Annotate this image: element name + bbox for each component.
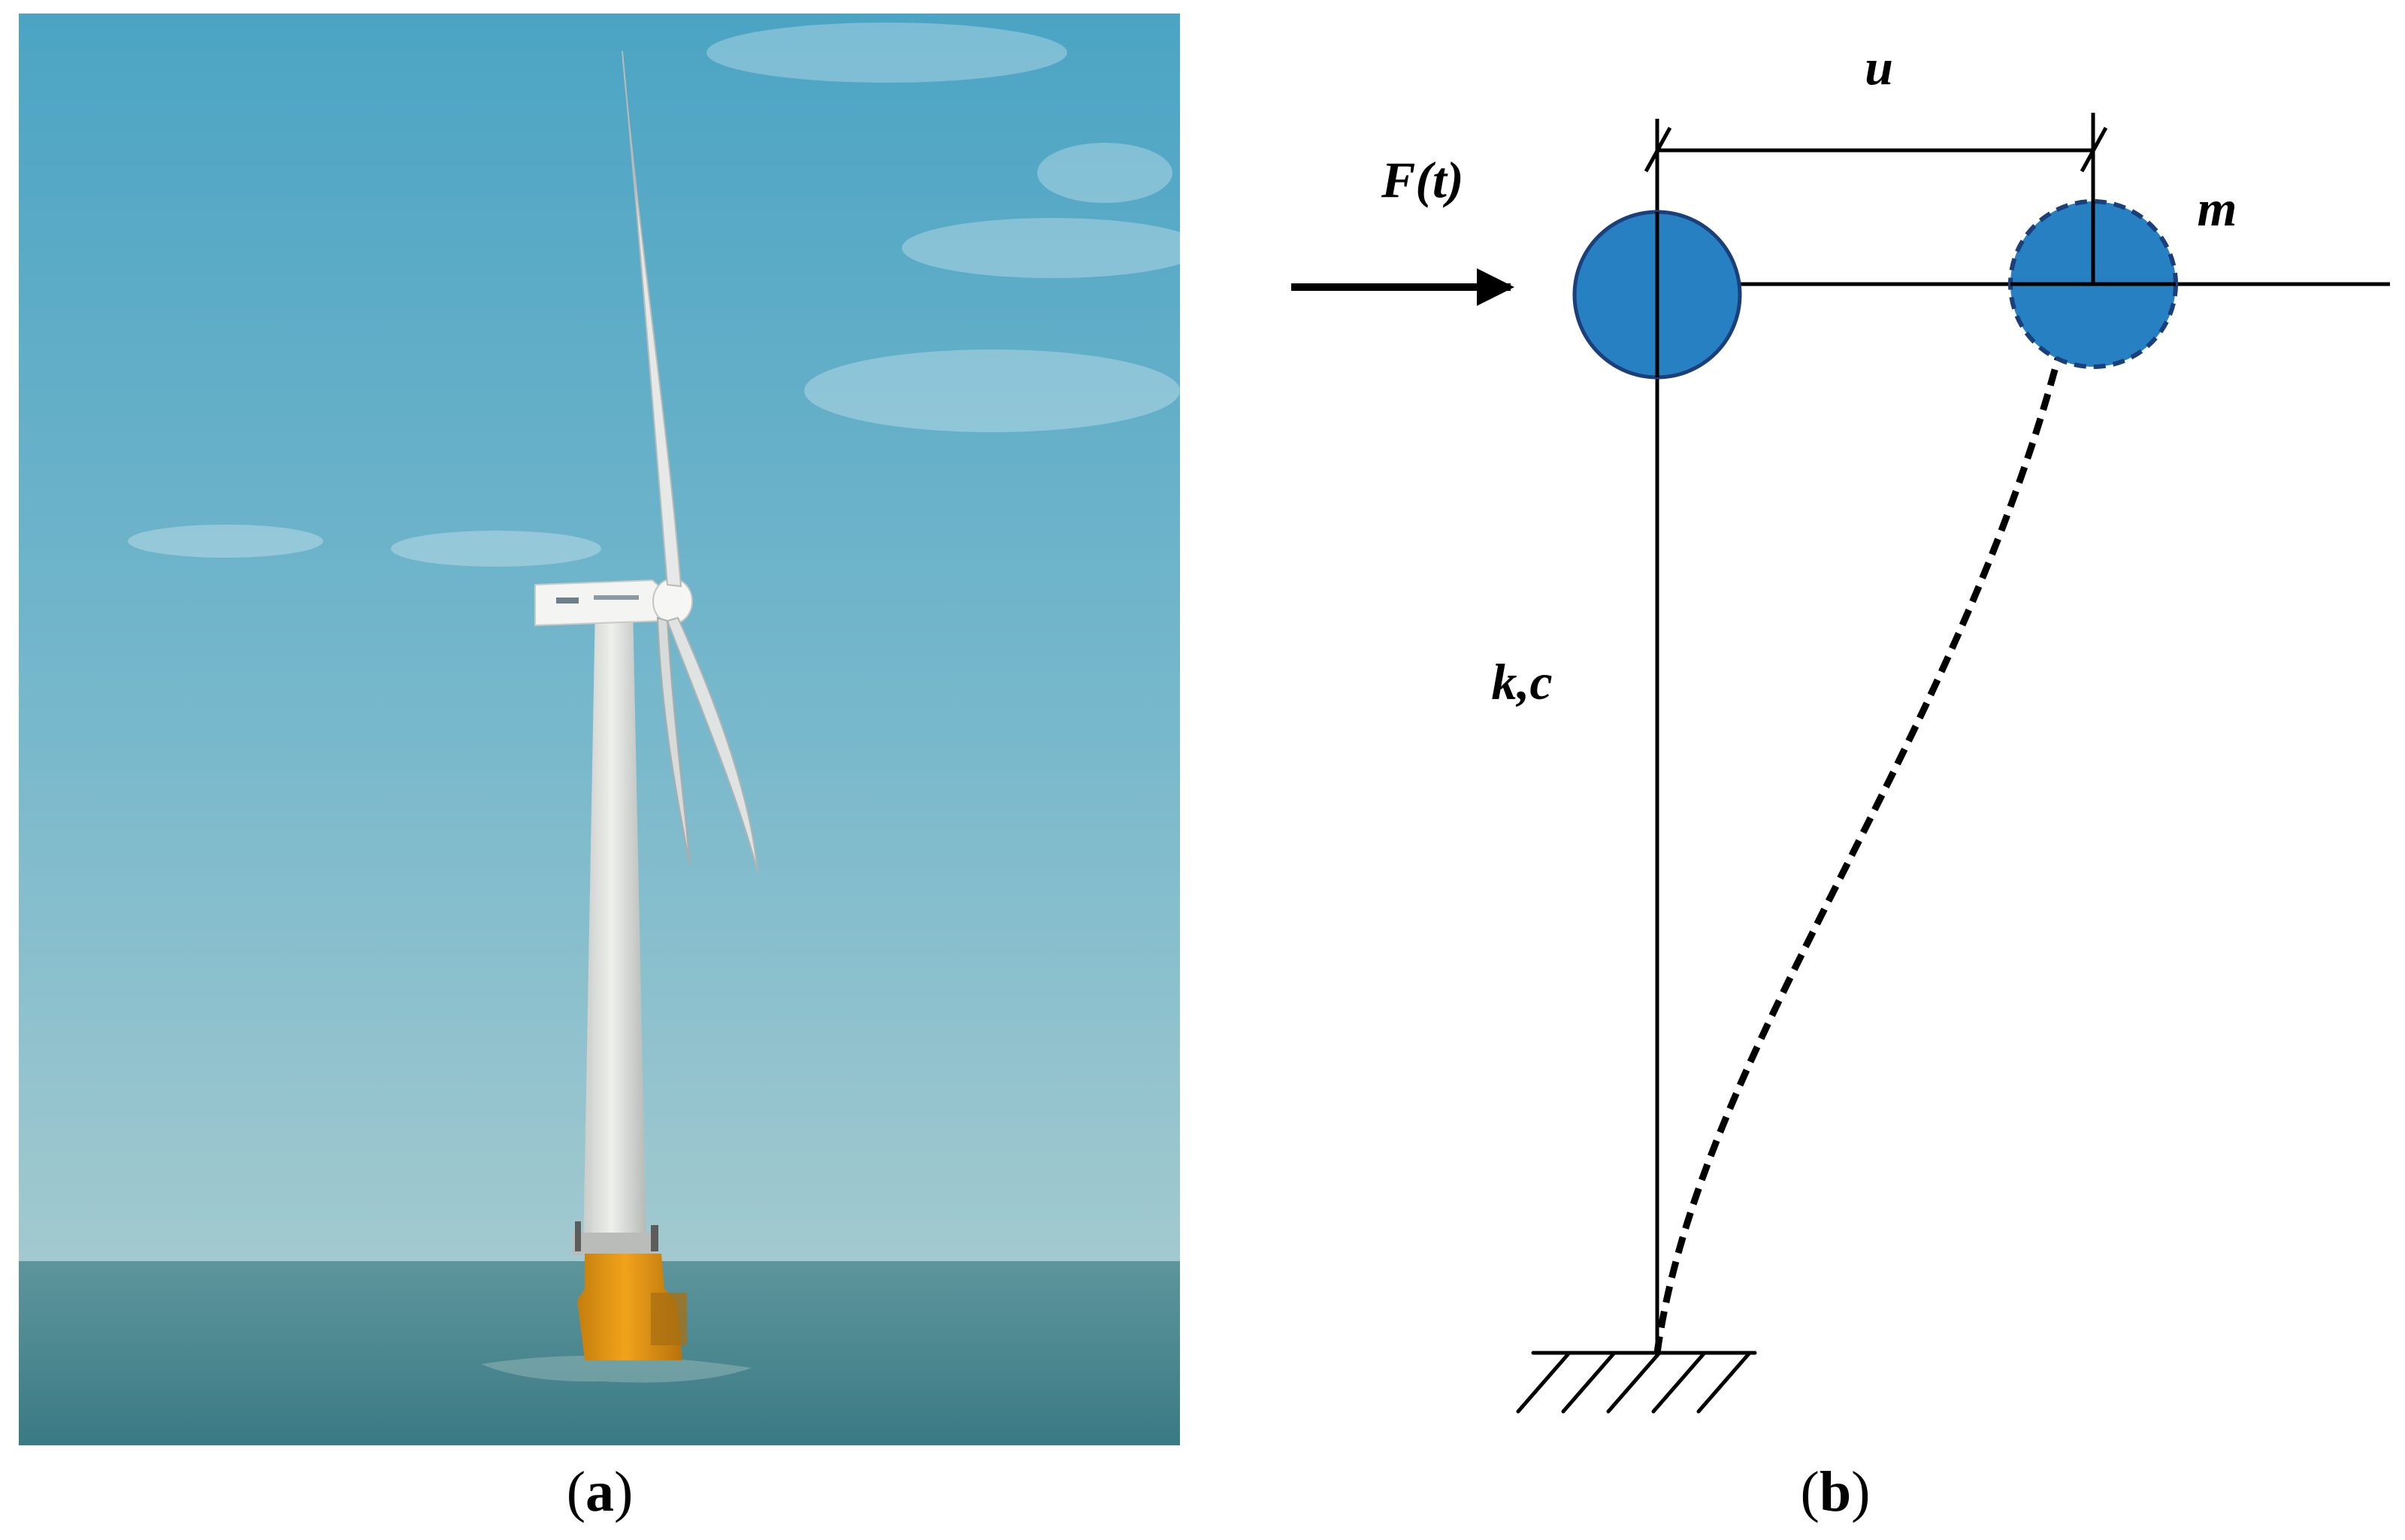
mass-label: m xyxy=(2198,180,2237,237)
panel-b-diagram: F(t) u m k,c xyxy=(1291,38,2390,1414)
wind-turbine xyxy=(534,50,758,1360)
fixed-support xyxy=(1516,1351,1757,1414)
force-label: F(t) xyxy=(1381,151,1464,208)
stiffness-damping-label: k,c xyxy=(1491,653,1552,710)
turbine-blade-down-1 xyxy=(666,616,758,873)
caption-b: (b) xyxy=(1801,1460,1871,1523)
clouds xyxy=(128,23,1202,567)
panel-a-photo xyxy=(19,14,1202,1445)
sea-foam xyxy=(481,1355,752,1383)
displacement-label: u xyxy=(1865,38,1893,95)
caption-a: (a) xyxy=(567,1460,634,1523)
turbine-blade-down-2 xyxy=(656,616,691,865)
caption-b-close: ) xyxy=(1851,1460,1870,1523)
turbine-nacelle xyxy=(534,579,669,627)
turbine-blade-up xyxy=(622,50,682,588)
caption-a-close: ) xyxy=(614,1460,633,1523)
caption-b-letter: b xyxy=(1820,1460,1851,1523)
caption-b-open: ( xyxy=(1801,1460,1820,1523)
caption-a-letter: a xyxy=(585,1460,614,1523)
column-deflected xyxy=(1653,352,2063,1354)
caption-a-open: ( xyxy=(567,1460,585,1523)
turbine-tower xyxy=(583,605,646,1251)
